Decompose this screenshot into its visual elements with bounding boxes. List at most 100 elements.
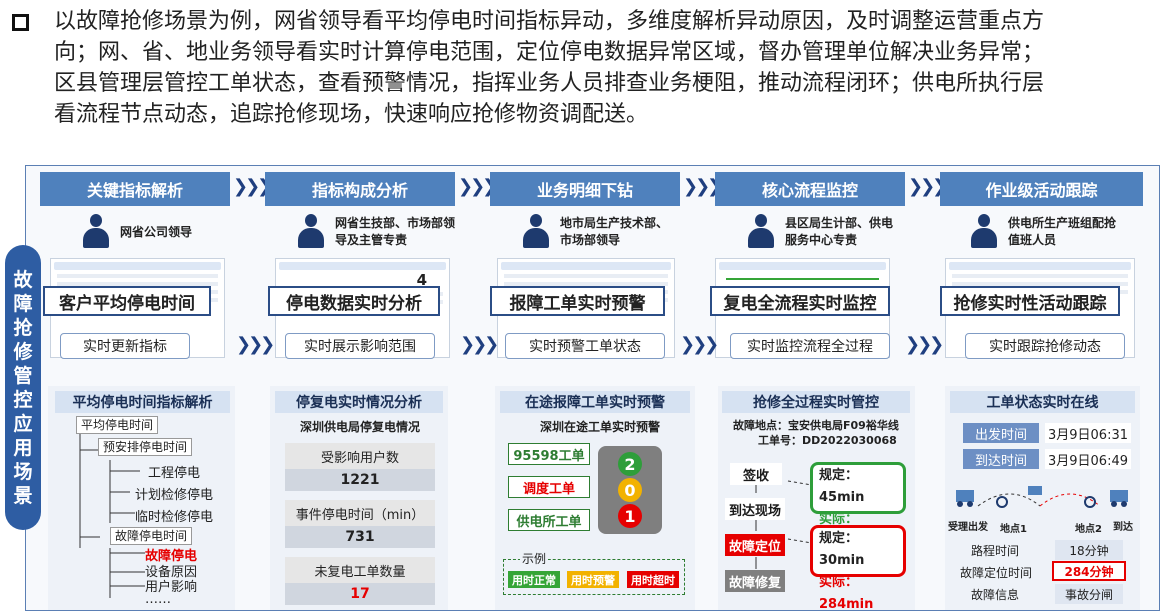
location-pin-icon [1084,496,1096,508]
sidebar-char: 故 [13,268,33,291]
stage-subtitle: 实时预警工单状态 [505,333,665,359]
intro-line: 以故障抢修场景为例，网省领导看平均停电时间指标异动，多维度解析异动原因，及时调整… [54,9,1045,34]
stat-label: 路程时间 [970,543,1019,558]
stage-subtitle: 实时展示影响范围 [285,333,435,359]
stat-value: 18分钟 [1055,540,1123,560]
legend-chip: 用时正常 [508,571,560,588]
flow-step: 到达现场 [725,498,785,520]
metric-label: 受影响用户数 [285,443,435,469]
sidebar-char: 控 [13,388,33,411]
tree-node: 工程停电 [148,466,201,481]
tree-node: …… [145,592,171,607]
double-chevron-icon: ❯❯❯ [236,334,275,355]
legend-box [503,559,685,595]
double-chevron-icon: ❯❯❯ [460,334,499,355]
metric-value: 731 [285,526,435,548]
ticket-tag: 供电所工单 [508,509,590,531]
metric-value: 1221 [285,469,435,491]
time-value: 3月9日06:31 [1045,423,1131,443]
order-number: 工单号：DD2022030068 [758,434,897,447]
stage-bar: 关键指标解析 [40,172,230,206]
flow-step: 故障修复 [725,570,785,592]
bullet-square-icon [12,14,29,31]
tree-node: 设备原因 [145,565,198,580]
stage-title: 报障工单实时预警 [490,286,665,316]
gauge-actual: 实际：284min [819,575,874,612]
stage-bar: 指标构成分析 [265,172,455,206]
light-green: 2 [618,452,642,476]
person-icon [80,212,112,250]
chevron-right-icon: ❯❯❯ [908,176,947,197]
tree-connectors [79,433,145,598]
role-label: 地市局生产技术部、市场部领导 [520,212,690,250]
panel-subtitle: 深圳在途工单实时预警 [540,420,661,434]
role-label: 供电所生产班组配抢值班人员 [968,212,1138,250]
truck-icon [956,490,974,507]
stat-label: 故障定位时间 [959,565,1032,580]
map-label: 地点1 [1000,524,1027,535]
sidebar-char: 用 [13,436,33,459]
role-label: 县区局生计部、供电服务中心专责 [745,212,905,250]
stat-label: 故障信息 [970,587,1019,602]
stage-title: 复电全流程实时监控 [710,286,890,316]
sidebar-char: 管 [13,364,33,387]
sidebar-char: 场 [13,460,33,483]
chevron-right-icon: ❯❯❯ [233,176,272,197]
map-label: 地点2 [1075,524,1102,535]
sidebar-char: 障 [13,292,33,315]
stat-value-alert: 284分钟 [1052,561,1126,581]
chevron-right-icon: ❯❯❯ [458,176,497,197]
stage-title: 客户平均停电时间 [43,286,211,316]
sidebar-char: 抢 [13,316,33,339]
intro-line: 看流程节点动态，追踪抢修现场，快速响应抢修物资调配送。 [54,102,649,127]
intro-line: 向；网、省、地业务领导看实时计算停电范围，定位停电数据异常区域，督办管理单位解决… [54,40,1045,65]
time-label: 到达时间 [963,449,1039,469]
ticket-tag: 95598工单 [508,443,590,465]
legend-title: 示例 [520,550,549,567]
gauge-plan: 规定：45min [819,468,865,505]
legend-chip: 用时超时 [627,571,679,588]
tree-node: 用户影响 [145,580,198,595]
panel-subtitle: 深圳供电局停复电情况 [300,420,421,434]
metric-value-alert: 17 [285,583,435,605]
truck-icon [1028,486,1042,495]
panel-title: 抢修全过程实时管控 [722,391,910,413]
chevron-right-icon: ❯❯❯ [683,176,722,197]
legend-chip: 用时预警 [567,571,619,588]
tree-node-highlight: 故障停电 [145,549,198,564]
sidebar-char: 应 [13,412,33,435]
route-map [956,486,1128,508]
double-chevron-icon: ❯❯❯ [905,334,944,355]
role-label: 网省公司领导 [80,212,220,250]
flow-step: 签收 [730,463,782,485]
time-label: 出发时间 [963,423,1039,443]
worker-icon [968,212,1000,250]
tree-node: 预安排停电时间 [98,438,193,456]
stage-subtitle: 实时跟踪抢修动态 [965,333,1125,359]
location-pin-icon [996,496,1008,508]
light-red: 1 [618,504,642,528]
panel-title: 停复电实时情况分析 [275,391,443,413]
gauge-plan: 规定：30min [819,531,865,568]
stage-bar: 核心流程监控 [715,172,905,206]
map-label: 受理出发 [948,522,988,533]
stage-title: 抢修实时性活动跟踪 [940,286,1120,316]
screen-value: 4 [416,271,427,289]
flow-connectors [755,480,813,569]
tree-node: 计划检修停电 [135,488,214,503]
person-icon [295,212,327,250]
intro-text: 以故障抢修场景为例，网省领导看平均停电时间指标异动，多维度解析异动原因，及时调整… [10,6,1150,130]
role-label: 网省生技部、市场部领导及主管专责 [295,212,465,250]
stage-bar: 作业级活动跟踪 [940,172,1143,206]
panel-title: 平均停电时间指标解析 [55,391,230,413]
tree-node: 临时检修停电 [135,510,214,525]
sidebar-label: 故 障 抢 修 管 控 应 用 场 景 [5,245,41,530]
duration-gauge-alert: 规定：30min 实际：284min [810,525,906,612]
metric-label: 事件停电时间（min） [285,500,435,526]
group-icon [520,212,552,250]
person-icon [745,212,777,250]
duration-gauge-ok: 规定：45min 实际：26min [810,462,906,549]
flow-step: 故障定位 [725,534,785,556]
stage-title: 停电数据实时分析 [268,286,440,316]
light-yellow: 0 [618,478,642,502]
